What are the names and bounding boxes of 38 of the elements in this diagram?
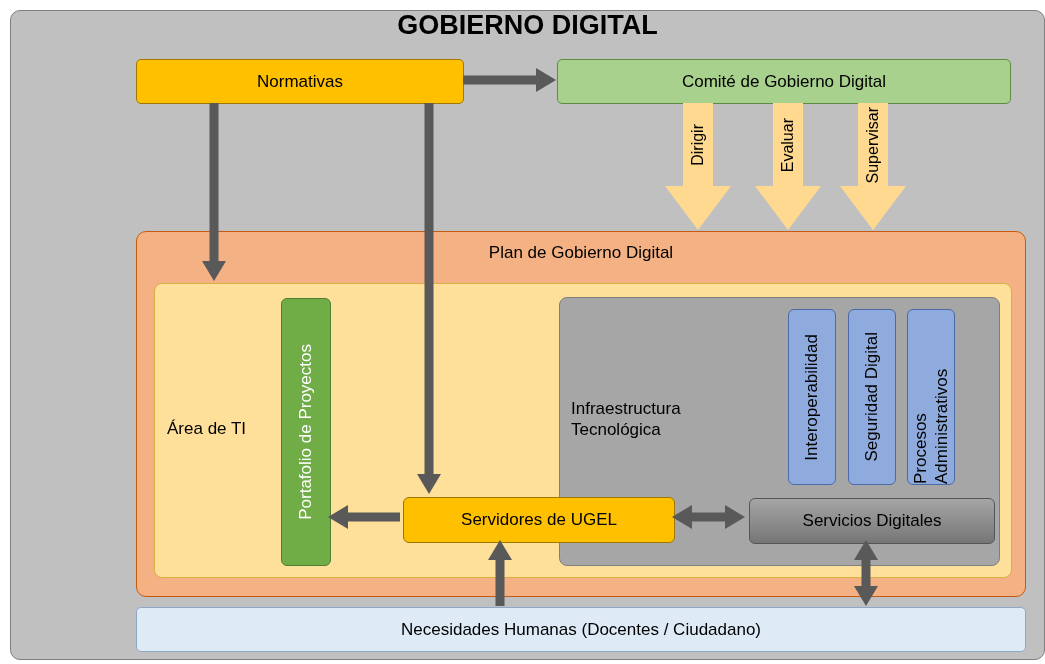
box-label: Portafolio de Proyectos xyxy=(295,344,317,520)
box-label: Comité de Gobierno Digital xyxy=(681,70,887,93)
process-box xyxy=(403,497,675,543)
edge-label: Dirigir xyxy=(689,123,707,166)
panel-title: Área de TI xyxy=(167,417,247,440)
box-label: Seguridad Digital xyxy=(861,332,883,462)
process-box xyxy=(136,59,464,104)
diagram-frame xyxy=(10,10,1045,660)
edge-label: Evaluar xyxy=(779,117,797,172)
panel-title: Infraestructura Tecnológica xyxy=(571,398,682,441)
process-box xyxy=(749,498,995,544)
box-label: Necesidades Humanas (Docentes / Ciudadano) xyxy=(401,618,761,641)
arrow xyxy=(488,540,512,606)
process-box xyxy=(848,309,896,485)
arrow xyxy=(672,505,745,529)
process-box xyxy=(788,309,836,485)
arrow xyxy=(840,103,906,230)
box-label: Normativas xyxy=(257,70,343,93)
arrow xyxy=(328,505,400,529)
frame-title: GOBIERNO DIGITAL xyxy=(397,11,658,41)
box-label: Interoperabilidad xyxy=(801,333,823,461)
arrow xyxy=(755,103,821,230)
panel-title: Plan de Gobierno Digital xyxy=(488,242,674,264)
process-box xyxy=(557,59,1011,104)
arrow xyxy=(417,103,441,494)
box-label: Servicios Digitales xyxy=(802,510,942,532)
box-label: Procesos Administrativos xyxy=(909,367,952,484)
arrow xyxy=(665,103,731,230)
area-panel xyxy=(154,283,1012,578)
process-box xyxy=(136,607,1026,652)
process-box xyxy=(281,298,331,566)
arrow xyxy=(202,103,226,281)
process-box xyxy=(907,309,955,485)
box-label: Servidores de UGEL xyxy=(461,509,617,531)
arrow xyxy=(854,540,878,606)
arrow xyxy=(463,68,556,92)
edge-label: Supervisar xyxy=(864,106,882,183)
plan-panel xyxy=(136,231,1026,597)
